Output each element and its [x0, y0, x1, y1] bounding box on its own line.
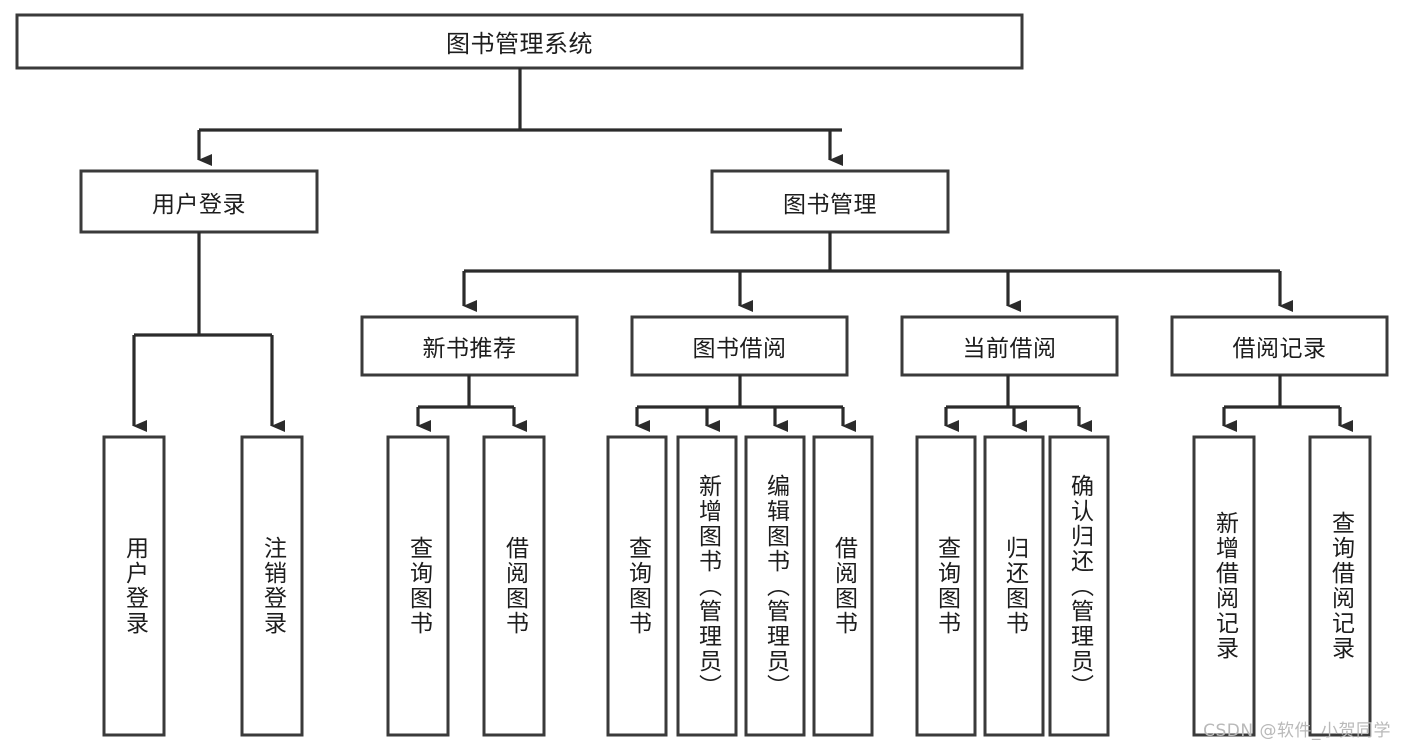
- node-box-leaf-borrow-book-2[interactable]: [812, 435, 874, 737]
- connector-borrow-record-to-leaves: [1222, 375, 1353, 432]
- node-box-leaf-borrow-book-1[interactable]: [482, 435, 546, 737]
- node-box-leaf-confirm-return[interactable]: [1048, 435, 1110, 737]
- connector-root-to-level2: [197, 68, 843, 166]
- node-box-root[interactable]: [15, 13, 1024, 70]
- node-box-user-login[interactable]: [79, 169, 319, 234]
- node-box-leaf-query-record[interactable]: [1308, 435, 1372, 737]
- node-box-book-manage[interactable]: [710, 169, 950, 234]
- node-box-current-borrow[interactable]: [900, 315, 1119, 377]
- node-box-leaf-query-book-3[interactable]: [915, 435, 977, 737]
- node-box-leaf-return-book[interactable]: [983, 435, 1045, 737]
- connector-new-book-recommend-to-leaves: [416, 375, 527, 432]
- connector-book-borrow-to-leaves: [635, 375, 856, 432]
- connector-current-borrow-to-leaves: [944, 375, 1092, 432]
- connector-user-login-to-leaves: [132, 232, 285, 432]
- node-box-leaf-logout[interactable]: [240, 435, 304, 737]
- node-box-leaf-add-record[interactable]: [1192, 435, 1256, 737]
- node-box-new-book-recommend[interactable]: [360, 315, 579, 377]
- node-box-leaf-add-book[interactable]: [676, 435, 738, 737]
- node-box-book-borrow[interactable]: [630, 315, 849, 377]
- node-box-leaf-query-book-2[interactable]: [606, 435, 668, 737]
- node-box-leaf-user-login[interactable]: [102, 435, 166, 737]
- node-box-borrow-record[interactable]: [1170, 315, 1389, 377]
- node-box-leaf-edit-book[interactable]: [744, 435, 806, 737]
- node-box-leaf-query-book-1[interactable]: [386, 435, 450, 737]
- connector-book-manage-to-level3: [462, 232, 1293, 312]
